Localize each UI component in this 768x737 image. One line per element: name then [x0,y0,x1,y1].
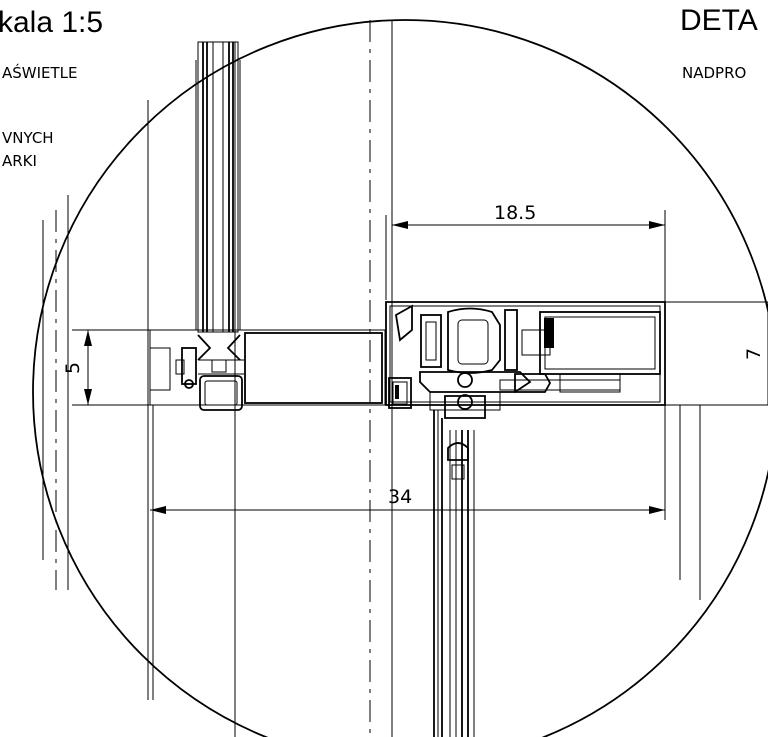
dimension-top: 18.5 [385,202,665,300]
left-note-line-3: ARKI [2,152,37,170]
dimension-bottom-label: 34 [388,486,412,508]
left-note-line-2: VNYCH [2,129,54,147]
detail-circle [32,19,768,737]
dimension-top-label: 18.5 [494,202,536,224]
dimension-left-label: 5 [62,362,84,374]
dimension-right-label: 7 [743,348,765,360]
dimension-left-vertical: 5 [62,330,92,405]
scale-title: kala 1:5 [0,6,103,39]
right-note-line-1: NADPRO [682,64,746,82]
left-note-line-1: AŚWIETLE [2,63,78,82]
dimension-right-vertical: 7 [743,302,768,405]
detail-content [42,20,768,737]
detail-title: DETA [680,4,758,37]
dimension-bottom: 34 [150,486,665,514]
